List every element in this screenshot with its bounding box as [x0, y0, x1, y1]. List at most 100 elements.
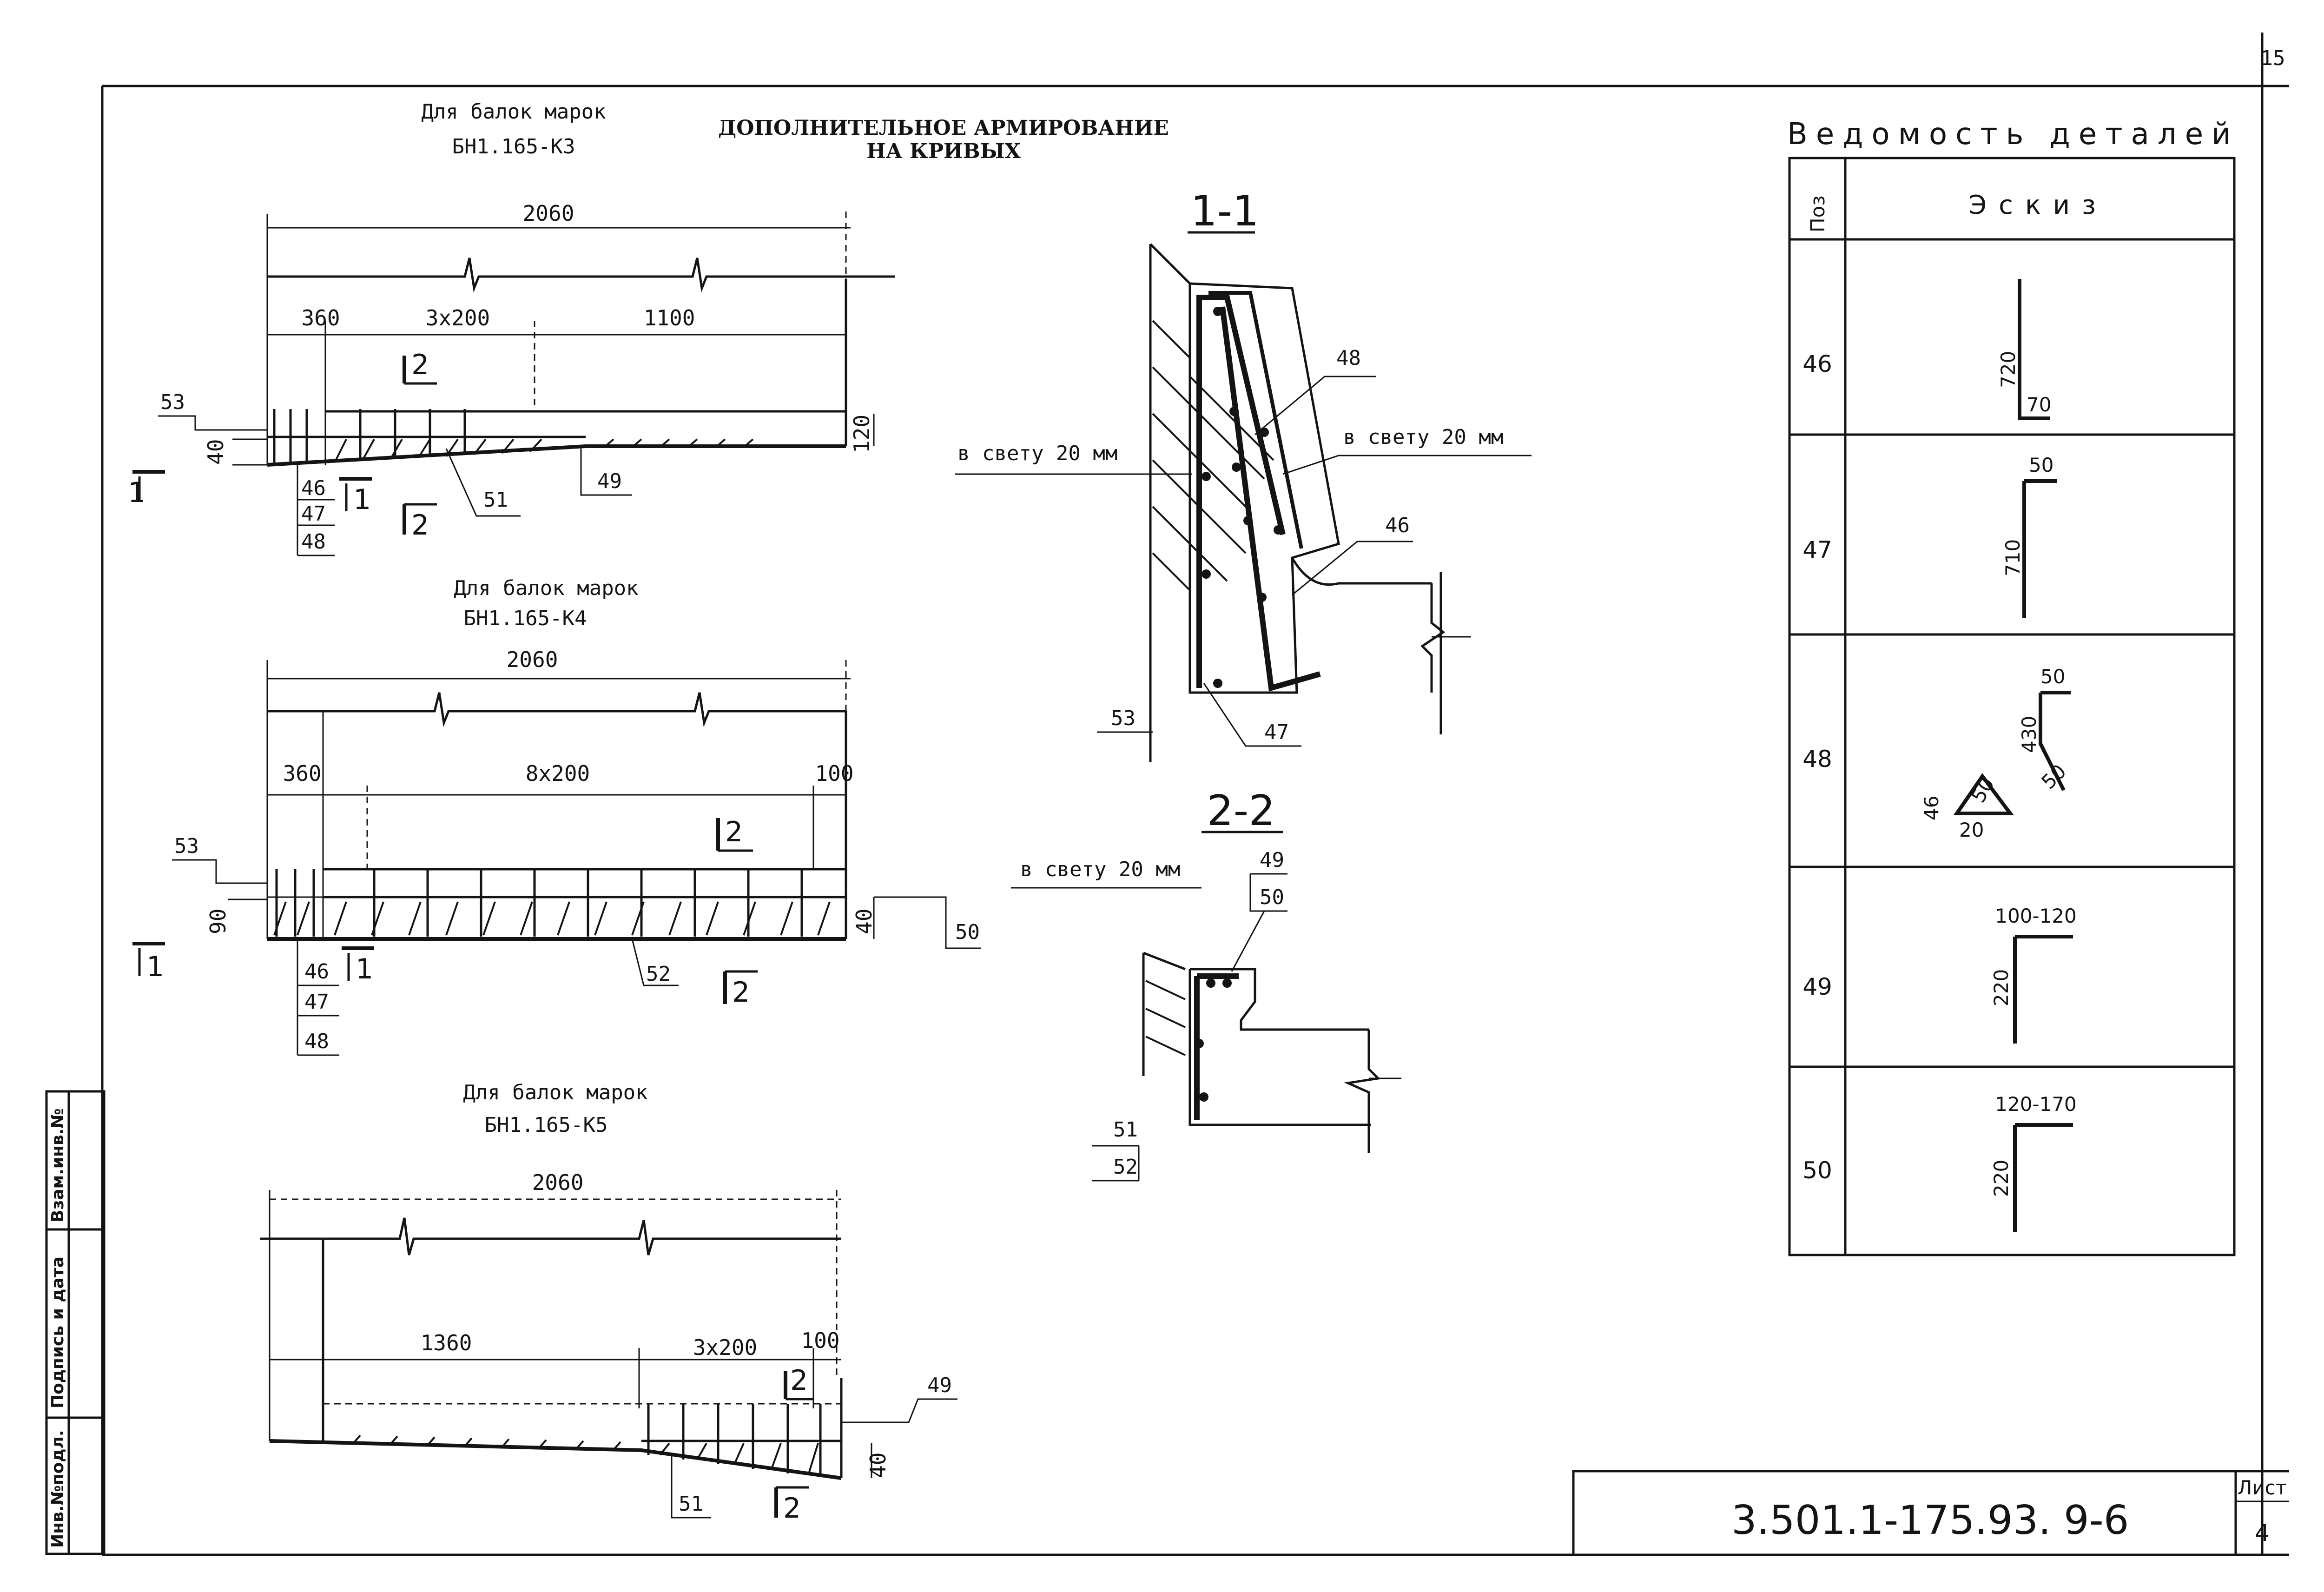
- view-k5-caption2: БН1.165-К5: [485, 1113, 608, 1137]
- view-k4-label-50: 50: [955, 920, 980, 944]
- view-k3-hatch: [334, 438, 754, 463]
- section-1-1-label-48: 48: [1336, 346, 1361, 370]
- title-block: 3.501.1-175.93. 9-6 Лист 4: [1572, 1470, 2289, 1555]
- view-k4: Для балок марок БН1.165-К4 2060 360 8x20…: [132, 576, 981, 1056]
- view-k3-label-51: 51: [483, 488, 508, 512]
- view-k4-label-46: 46: [304, 960, 329, 984]
- section-1-1-clear-left: в свету 20 мм: [957, 442, 1117, 465]
- view-k5-overall: 2060: [532, 1170, 584, 1195]
- view-k3-section2-top: 2: [411, 349, 429, 381]
- sketch-50-dim-220: 220: [1990, 1160, 2013, 1197]
- schedule-pos-48: 48: [1802, 746, 1832, 773]
- sketch-46-dim-720: 720: [1997, 351, 2020, 388]
- parts-schedule: Ведомость деталей Поз Эскиз 46 720 70 47…: [1787, 117, 2239, 1256]
- section-2-2-label-50: 50: [1260, 885, 1284, 909]
- view-k4-section2-bottom: 2: [732, 976, 750, 1009]
- sketch-48-dim-50c: 50: [1967, 773, 1999, 806]
- stamp-sign-label: Подпись и дата: [48, 1256, 67, 1408]
- page-number: 15: [2261, 46, 2285, 70]
- schedule-title: Ведомость деталей: [1787, 117, 2239, 152]
- view-k4-section2-top: 2: [725, 816, 743, 848]
- section-2-2-label-49: 49: [1260, 848, 1284, 872]
- sketch-48-dim-46: 46: [1920, 796, 1943, 820]
- document-code: 3.501.1-175.93.: [1731, 1497, 2051, 1544]
- sketch-47-dim-50: 50: [2029, 454, 2053, 476]
- view-k3-dim-1100: 1100: [644, 305, 695, 330]
- view-k3-label-46: 46: [301, 476, 326, 500]
- view-k5: Для балок марок БН1.165-К5 2060 1360 3x2…: [260, 1081, 957, 1525]
- section-2-2-hatch: [1145, 980, 1186, 1056]
- view-k3-overall: 2060: [523, 201, 574, 226]
- view-k3-label-48: 48: [301, 530, 326, 554]
- section-2-2-clear: в свету 20 мм: [1020, 858, 1180, 881]
- view-k4-section1-left: 1: [146, 951, 164, 983]
- schedule-row: 46 720 70: [1802, 279, 2051, 420]
- sketch-49-dim-220: 220: [1990, 969, 2013, 1006]
- sheet-number: 4: [2255, 1519, 2270, 1546]
- view-k4-dim-8x200: 8x200: [526, 761, 590, 786]
- view-k3-label-49: 49: [597, 469, 622, 493]
- view-k3-dim-3x200: 3x200: [426, 305, 490, 330]
- view-k4-hatch: [273, 901, 831, 936]
- view-k5-height-40: 40: [865, 1453, 891, 1478]
- view-k5-section2-top: 2: [790, 1364, 808, 1397]
- sketch-48-dim-430: 430: [2018, 716, 2040, 753]
- sketch-48-dim-50b: 50: [2037, 760, 2070, 793]
- section-1-1-label-47: 47: [1264, 720, 1289, 744]
- schedule-pos-50: 50: [1802, 1157, 1832, 1184]
- stamp-inv-label: Инв.№подл.: [48, 1430, 67, 1548]
- document-issue: 9-6: [2064, 1497, 2129, 1544]
- view-k5-hatch: [352, 1434, 819, 1474]
- view-k5-section2-bottom: 2: [783, 1492, 801, 1525]
- schedule-pos-46: 46: [1802, 350, 1832, 377]
- view-k4-dim-360: 360: [283, 761, 321, 786]
- view-k5-label-49: 49: [927, 1374, 952, 1397]
- sketch-50-dim-120-170: 120-170: [1995, 1093, 2077, 1116]
- schedule-row: 48 50 430 50 46 50 20: [1802, 665, 2071, 841]
- sketch-46-dim-70: 70: [2027, 393, 2051, 416]
- view-k3-label-53: 53: [160, 390, 185, 414]
- view-k3-caption1: Для балок марок: [421, 100, 606, 124]
- section-1-1-label-46: 46: [1385, 514, 1410, 537]
- schedule-pos-49: 49: [1802, 973, 1832, 1000]
- sketch-47-dim-710: 710: [2001, 539, 2024, 576]
- section-1-1-title: 1-1: [1191, 187, 1259, 236]
- sketch-49-dim-100-120: 100-120: [1995, 905, 2077, 927]
- section-2-2-label-51: 51: [1113, 1118, 1138, 1142]
- view-k3-section1-right: 1: [353, 483, 371, 516]
- schedule-row: 49 100-120 220: [1802, 905, 2077, 1044]
- sheet-frame: [101, 33, 2289, 1556]
- section-1-1: 1-1 в: [955, 187, 1532, 762]
- view-k5-dim-3x200: 3x200: [693, 1335, 757, 1360]
- view-k3-section1-left: 1: [128, 476, 145, 509]
- view-k5-label-51: 51: [679, 1492, 703, 1516]
- view-k4-height-40: 40: [852, 909, 877, 934]
- view-k5-caption1: Для балок марок: [463, 1081, 647, 1104]
- view-k3-section2-bottom: 2: [411, 509, 429, 542]
- view-k3: Для балок марок БН1.165-К3 2060 360 3x20…: [128, 100, 895, 556]
- view-k4-dim-100: 100: [815, 761, 853, 786]
- section-2-2-label-52: 52: [1113, 1155, 1138, 1179]
- sketch-48-dim-20: 20: [1959, 819, 1984, 841]
- schedule-col-sketch: Эскиз: [1968, 190, 2108, 220]
- section-1-1-label-53: 53: [1111, 707, 1136, 730]
- section-1-1-clear-right: в свету 20 мм: [1343, 425, 1503, 449]
- view-k4-label-52: 52: [646, 962, 671, 986]
- sketch-48-dim-50a: 50: [2040, 665, 2065, 688]
- schedule-row: 47 50 710: [1802, 454, 2057, 618]
- drawing-title-line2: НА КРИВЫХ: [866, 139, 1021, 163]
- section-2-2-title: 2-2: [1207, 786, 1275, 835]
- view-k5-dim-100: 100: [801, 1328, 839, 1353]
- view-k4-overall: 2060: [507, 647, 558, 672]
- view-k4-section1-right: 1: [356, 953, 373, 985]
- schedule-col-pos: Поз: [1806, 195, 1829, 232]
- side-stamp: Инв.№подл. Подпись и дата Взам.инв.№: [45, 1090, 106, 1555]
- view-k3-dim-360: 360: [301, 305, 340, 330]
- view-k3-label-47: 47: [301, 502, 326, 526]
- view-k5-dim-1360: 1360: [421, 1330, 472, 1355]
- view-k4-caption1: Для балок марок: [454, 576, 638, 600]
- schedule-row: 50 120-170 220: [1802, 1093, 2077, 1232]
- view-k3-height-40: 40: [203, 439, 228, 465]
- view-k3-height-120: 120: [849, 415, 874, 453]
